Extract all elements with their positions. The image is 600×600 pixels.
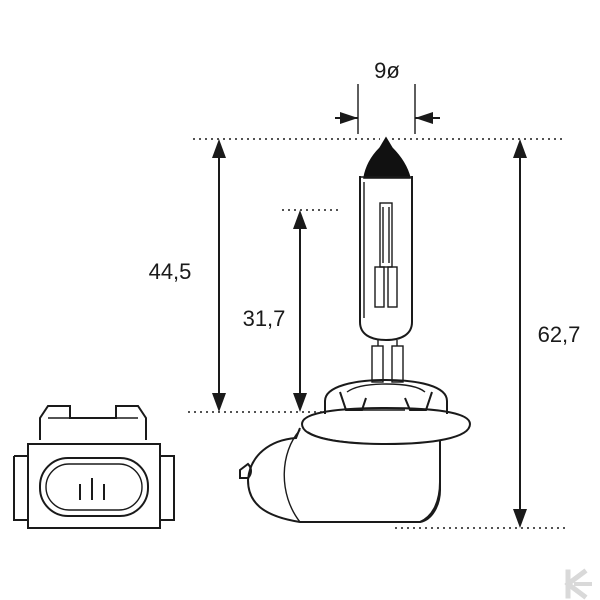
- watermark-logo: [564, 568, 592, 600]
- filament-label: 31,7: [243, 306, 286, 331]
- reference-lines: [188, 138, 568, 529]
- height-dimension: 44,5: [149, 139, 226, 412]
- bulb-glass: [359, 136, 413, 342]
- connector-view: [13, 405, 175, 529]
- total-dimension: 62,7: [513, 139, 580, 528]
- diameter-label: 9ø: [374, 58, 400, 83]
- bulb-base: [239, 378, 472, 523]
- filament-assembly: [371, 202, 404, 383]
- diameter-dimension: 9ø: [335, 58, 440, 134]
- height-label: 44,5: [149, 259, 192, 284]
- filament-dimension: 31,7: [243, 210, 307, 412]
- total-label: 62,7: [538, 322, 581, 347]
